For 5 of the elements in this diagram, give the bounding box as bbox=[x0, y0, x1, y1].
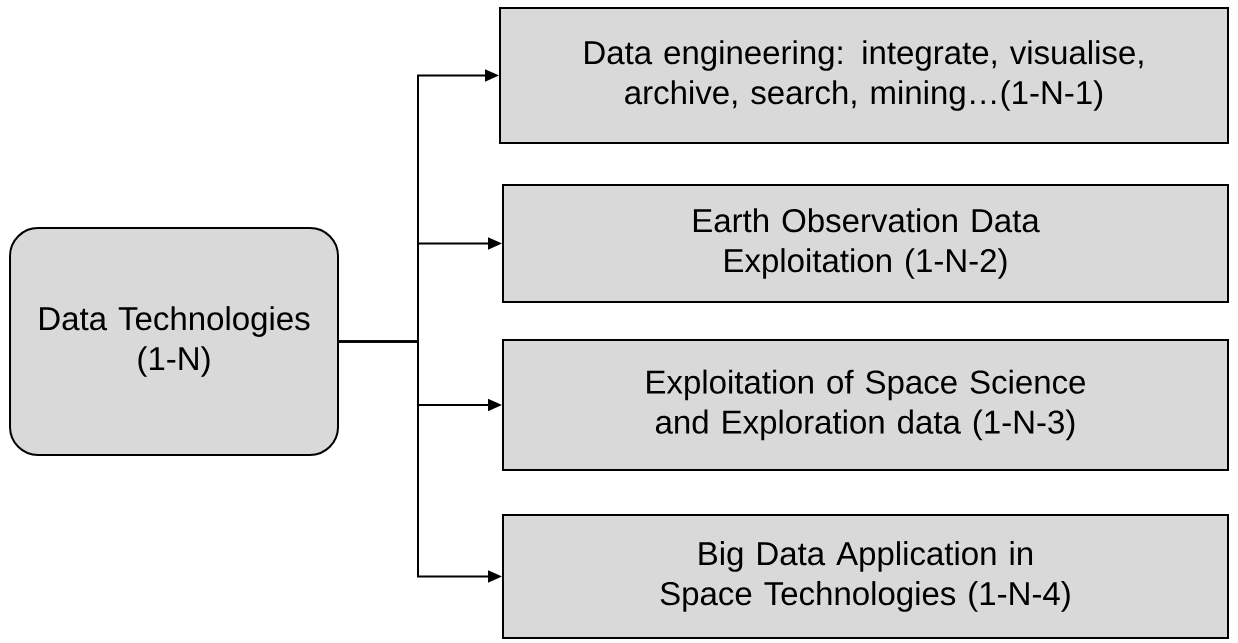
process-box: Exploitation of Space Science and Exploration data (1-N-3) bbox=[502, 339, 1229, 471]
rounded-box: Data Technologies (1-N) bbox=[9, 227, 339, 456]
process-box: Data engineering: integrate, visualise, archive, search, mining…(1-N-1) bbox=[499, 7, 1229, 144]
process-box: Big Data Application in Space Technologies (1-N-4) bbox=[502, 514, 1229, 639]
process-box: Earth Observation Data Exploitation (1-N-2) bbox=[502, 184, 1229, 303]
